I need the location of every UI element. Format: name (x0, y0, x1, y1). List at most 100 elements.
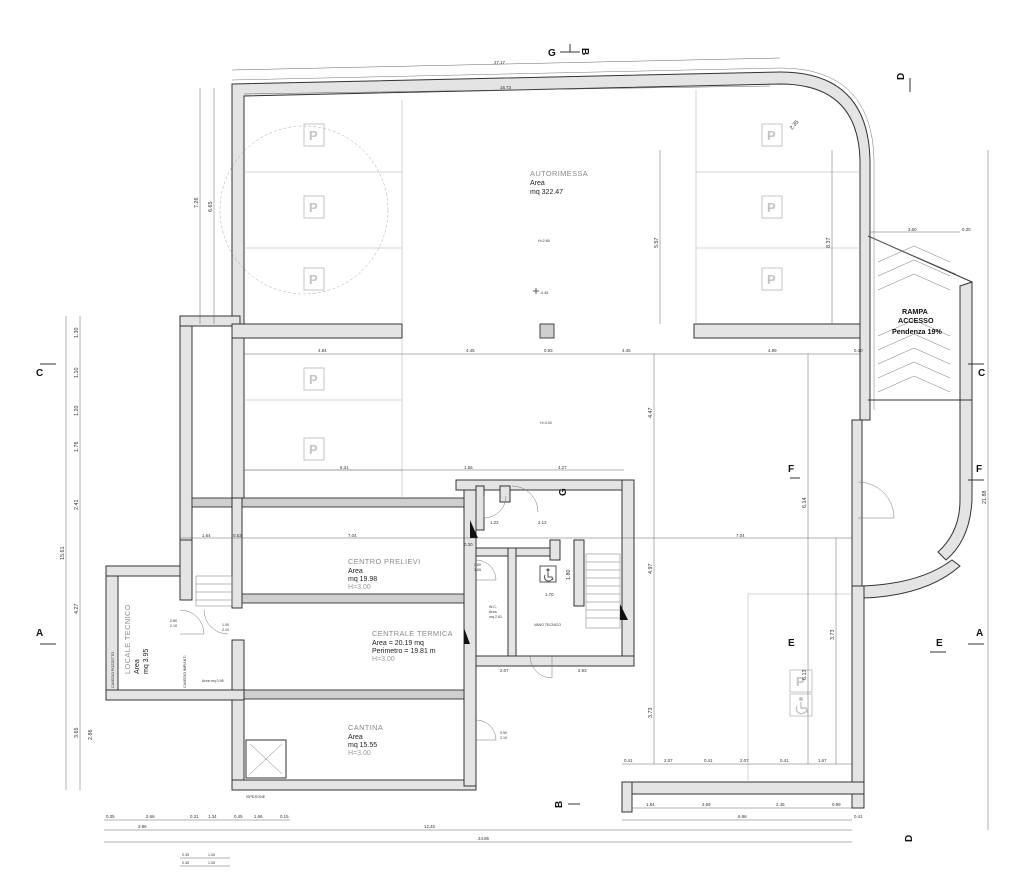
svg-text:2.86: 2.86 (88, 730, 94, 741)
svg-text:3.73: 3.73 (648, 708, 654, 719)
svg-text:2.10: 2.10 (500, 736, 507, 740)
parking-sign-5: P (761, 195, 783, 219)
stair-west (573, 539, 585, 607)
svg-text:6.96: 6.96 (738, 814, 747, 819)
parking-sign-1: P (303, 123, 325, 147)
svg-text:D: D (896, 73, 907, 80)
west-column-strip (231, 337, 245, 499)
svg-text:1.10: 1.10 (74, 368, 80, 379)
door-swings (179, 481, 895, 779)
svg-text:0.30: 0.30 (962, 227, 971, 232)
svg-text:1.66: 1.66 (254, 814, 263, 819)
svg-text:0.99: 0.99 (832, 802, 841, 807)
locale-east (179, 539, 193, 601)
parking-sign-disabled: P (789, 669, 813, 693)
cantina-title: CANTINA (348, 723, 383, 732)
wc-stub (549, 539, 561, 561)
section-mark-e-right: E (930, 638, 946, 653)
svg-text:6.13: 6.13 (802, 670, 808, 681)
svg-text:1.66: 1.66 (464, 465, 473, 470)
north-wall (231, 71, 871, 421)
cavedio-pozzetto: CAVEDIO POZZETTO (111, 652, 115, 688)
outer-walls (105, 67, 973, 813)
svg-text:8.37: 8.37 (826, 238, 832, 249)
corridor-height: H=3.00 (540, 421, 552, 425)
wc-label: W.C. (489, 605, 497, 609)
svg-text:B: B (579, 48, 590, 55)
centro-prelievi-title: CENTRO PRELIEVI (348, 557, 421, 566)
svg-text:G: G (558, 488, 569, 496)
svg-text:0.35: 0.35 (106, 814, 115, 819)
parking-sign-2: P (303, 195, 325, 219)
cantina-west (231, 699, 245, 791)
svg-text:12.45: 12.45 (424, 824, 436, 829)
svg-text:0.45: 0.45 (234, 814, 243, 819)
svg-text:1.76: 1.76 (74, 442, 80, 453)
cantina-height: H=3.00 (348, 750, 371, 757)
svg-text:2.66: 2.66 (146, 814, 155, 819)
parking-symbols: P P P P P P P P P (303, 123, 813, 717)
svg-text:0.15: 0.15 (280, 814, 289, 819)
svg-text:0.41: 0.41 (704, 758, 713, 763)
wc-area: mq 2.81 (489, 615, 502, 619)
svg-text:4.45: 4.45 (622, 348, 631, 353)
svg-text:1.00: 1.00 (222, 623, 229, 627)
svg-text:2.93: 2.93 (578, 668, 587, 673)
section-mark-a-right: A (968, 628, 984, 645)
svg-text:16.73: 16.73 (500, 85, 512, 90)
svg-text:P: P (309, 442, 318, 457)
autorimessa-quota: -0.45 (540, 291, 548, 295)
svg-text:1.64: 1.64 (202, 533, 211, 538)
svg-text:2.12: 2.12 (538, 520, 547, 525)
cantina-area: mq 15.55 (348, 742, 377, 749)
svg-text:P: P (796, 674, 805, 689)
corridor-stub (475, 485, 485, 531)
wheelchair-icon (789, 693, 813, 717)
divider-wall-left (231, 323, 403, 339)
svg-text:C: C (36, 368, 43, 379)
east-curve (937, 281, 973, 561)
parking-sign-7: P (303, 367, 325, 391)
svg-text:2.07: 2.07 (664, 758, 673, 763)
svg-text:6.31: 6.31 (340, 465, 349, 470)
svg-text:0.80: 0.80 (474, 563, 481, 567)
svg-text:G: G (548, 48, 556, 59)
svg-text:4.47: 4.47 (648, 408, 654, 419)
core-east-wall (621, 479, 635, 667)
svg-text:1.70: 1.70 (545, 592, 554, 597)
west-wall-cap (179, 315, 241, 327)
svg-text:F: F (788, 464, 794, 475)
prelievi-west-wall (231, 497, 243, 609)
centrale-termica-area: Area = 20.19 mq (372, 640, 424, 647)
south-wall-step (621, 781, 633, 813)
parking-sign-4: P (761, 123, 783, 147)
section-marks: G B D C C A A E E F F G B D (36, 44, 985, 842)
svg-text:0.41: 0.41 (780, 758, 789, 763)
svg-text:7.04: 7.04 (348, 533, 357, 538)
svg-text:P: P (309, 272, 318, 287)
svg-text:A: A (976, 628, 983, 639)
ramp-chevrons (877, 245, 951, 393)
parking-sign-8: P (303, 437, 325, 461)
room-labels: AUTORIMESSA Area mq 322.47 H=2.80 -0.45 … (111, 169, 588, 799)
cavedio-impianti: CAVEDIO IMPIANTI (183, 656, 187, 688)
svg-text:E: E (788, 638, 795, 649)
svg-text:P: P (767, 200, 776, 215)
section-mark-g-top: G (548, 44, 580, 59)
svg-text:21.88: 21.88 (982, 491, 988, 505)
svg-text:C: C (978, 368, 985, 379)
cavedio-impianti-area: Area mq 0.95 (202, 679, 224, 683)
svg-text:2.35: 2.35 (789, 119, 800, 131)
column (539, 323, 555, 339)
svg-text:0.63: 0.63 (233, 533, 242, 538)
centrale-termica-height: H=3.00 (372, 656, 395, 663)
section-mark-a-left: A (36, 628, 56, 645)
svg-text:1.67: 1.67 (818, 758, 827, 763)
section-mark-d-bottom: D (904, 835, 915, 842)
autorimessa-area: mq 322.47 (530, 189, 563, 196)
svg-text:2.45: 2.45 (776, 802, 785, 807)
section-mark-e-mid: E (788, 638, 795, 649)
prelievi-north-wall (191, 497, 465, 508)
svg-text:1.84: 1.84 (646, 802, 655, 807)
svg-text:1.80: 1.80 (566, 570, 572, 581)
